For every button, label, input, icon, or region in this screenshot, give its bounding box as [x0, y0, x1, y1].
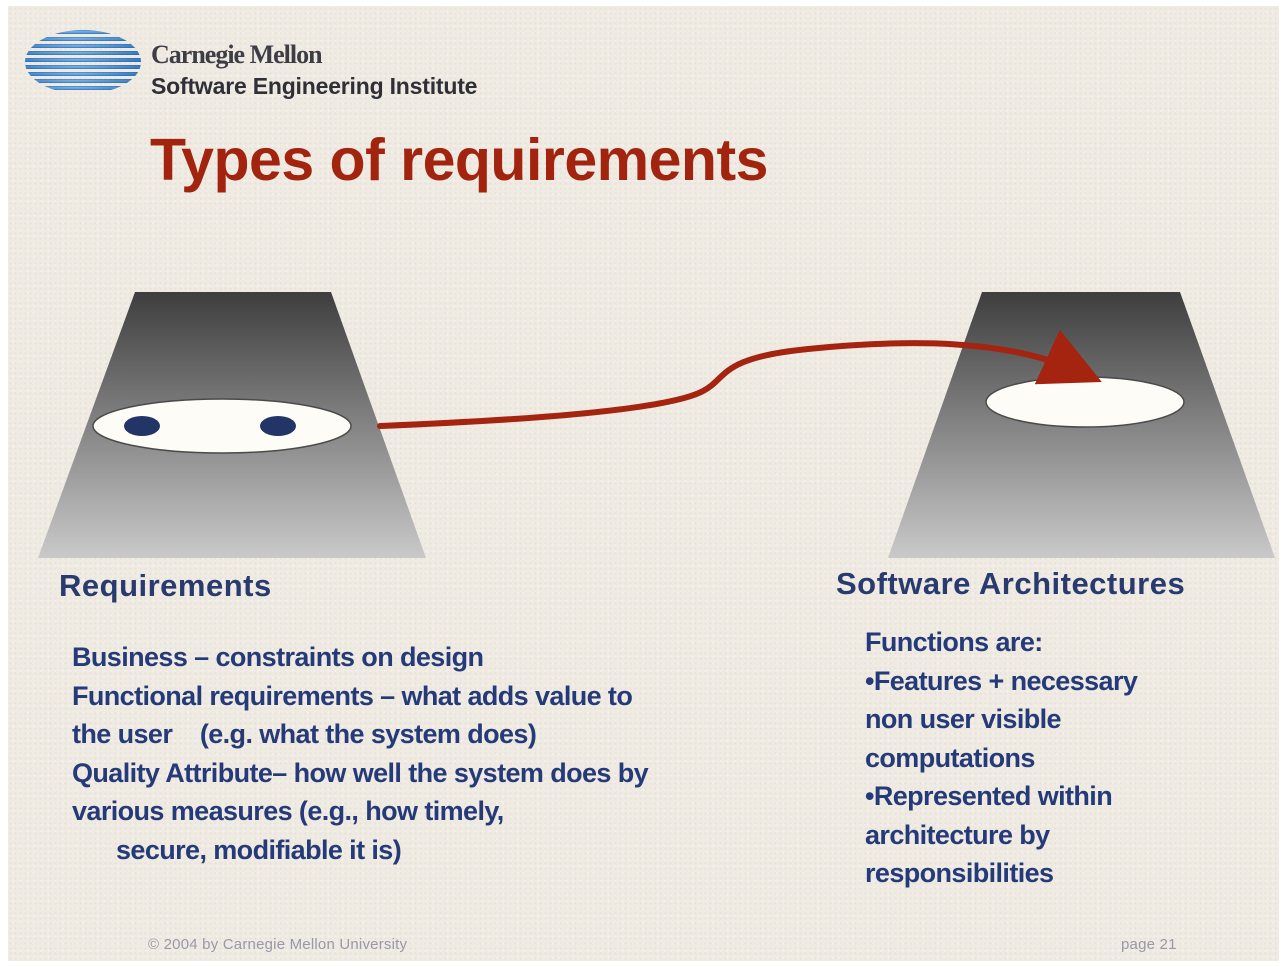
architecture-description: Functions are: •Features + necessary non…	[865, 623, 1138, 893]
page-number: page 21	[1121, 936, 1177, 953]
architecture-line: non user visible	[865, 704, 1062, 734]
requirements-label: Requirements	[59, 568, 272, 603]
cmu-sei-logo-icon	[25, 30, 141, 90]
architecture-oval	[985, 376, 1185, 428]
requirements-line: Quality Attribute– how well the system d…	[72, 757, 649, 788]
org-department: Software Engineering Institute	[151, 73, 478, 99]
slide-title: Types of requirements	[150, 127, 768, 193]
requirements-dot-left	[124, 416, 160, 436]
architecture-line: •Features + necessary	[865, 665, 1138, 696]
diagram	[38, 292, 1275, 558]
architecture-line: architecture by	[865, 819, 1050, 850]
requirements-description: Business – constraints on design Functio…	[72, 638, 649, 869]
architecture-line: Functions are:	[865, 627, 1043, 657]
requirements-line: the user (e.g. what the system does)	[72, 719, 537, 749]
requirements-line: Business – constraints on design	[72, 642, 484, 672]
requirements-line: various measures (e.g., how timely,	[72, 796, 504, 826]
requirements-line: Functional requirements – what adds valu…	[72, 680, 633, 711]
architectures-label: Software Architectures	[836, 566, 1186, 601]
copyright-footer: © 2004 by Carnegie Mellon University	[148, 936, 408, 953]
mapping-arrow	[377, 329, 1102, 429]
architecture-line: computations	[865, 742, 1035, 773]
requirements-oval	[92, 398, 352, 454]
requirements-dot-right	[260, 416, 296, 436]
org-name: Carnegie Mellon	[151, 40, 323, 69]
slide: Carnegie Mellon Software Engineering Ins…	[8, 6, 1279, 961]
architecture-line: •Represented within	[865, 781, 1113, 811]
architecture-line: responsibilities	[865, 858, 1054, 888]
requirements-line: secure, modifiable it is)	[116, 834, 402, 865]
